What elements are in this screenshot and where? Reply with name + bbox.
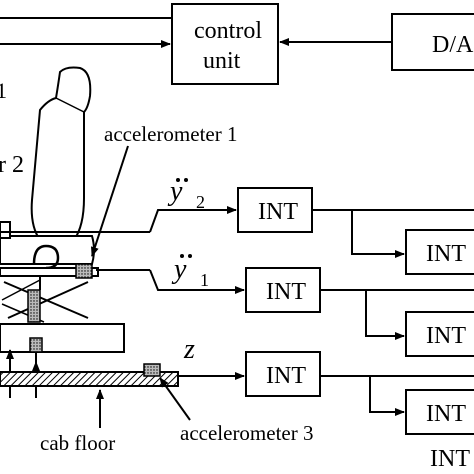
lower-sensor	[29, 337, 43, 353]
control-unit-box	[171, 3, 279, 85]
int-y1-to-next	[320, 289, 405, 340]
seat-cushion	[0, 235, 95, 265]
y2-dot-1	[176, 178, 180, 182]
control-unit-label-1: control	[194, 18, 262, 44]
accelerometer-1-label: accelerometer 1	[104, 122, 238, 146]
y2-signal-path	[149, 206, 237, 233]
y1-sub: 1	[200, 270, 209, 290]
accelerometer-1-pointer	[90, 145, 129, 257]
control-unit-label-2: unit	[203, 48, 241, 74]
accelerometer-3-sensor	[143, 363, 161, 377]
y2-base: y	[167, 176, 183, 207]
int-box-y1-label: INT	[266, 279, 306, 305]
y2-sub: 2	[196, 192, 205, 212]
int-box-y1-stage2	[405, 311, 474, 357]
y2-dot-2	[184, 178, 188, 182]
int-box-y1-stage2-label: INT	[426, 323, 466, 349]
scissor-arm-3	[1, 279, 41, 301]
y1-signal-path	[149, 269, 245, 294]
seat-back-divider	[55, 97, 85, 113]
z-label: z	[183, 334, 195, 365]
upper-platform	[0, 267, 99, 277]
int-box-z-stage2-label: INT	[426, 401, 466, 427]
int-box-z	[245, 351, 321, 397]
int-box-y2-stage2-label: INT	[426, 241, 466, 267]
y1-base: y	[171, 254, 187, 285]
int-box-y2-stage2	[405, 229, 474, 275]
accelerometer-3-pointer	[159, 377, 191, 421]
y1-dot-1	[180, 254, 184, 258]
cab-floor	[0, 371, 179, 387]
accelerometer-3-label: accelerometer 3	[180, 421, 314, 445]
da-label: D/A	[432, 32, 474, 58]
int-y2-to-next	[312, 209, 405, 258]
int-box-z-stage2	[405, 389, 474, 435]
int-z-to-next	[320, 375, 405, 416]
damper	[27, 289, 41, 323]
lower-platform	[0, 323, 125, 353]
int-box-y2	[237, 187, 313, 233]
int-box-z-label: INT	[266, 363, 306, 389]
seat-bracket	[0, 221, 11, 239]
cab-floor-label: cab floor	[40, 431, 115, 455]
y1-dot-2	[188, 254, 192, 258]
int-box-y2-label: INT	[258, 199, 298, 225]
left-partial-label-2: r 2	[0, 152, 24, 178]
accelerometer-1-sensor	[75, 263, 93, 279]
int-box-y1	[245, 267, 321, 313]
seat-handle	[32, 244, 60, 270]
left-partial-label-1: 1	[0, 78, 7, 103]
bottom-partial-label: INT	[430, 446, 470, 472]
seat-back	[30, 66, 92, 241]
